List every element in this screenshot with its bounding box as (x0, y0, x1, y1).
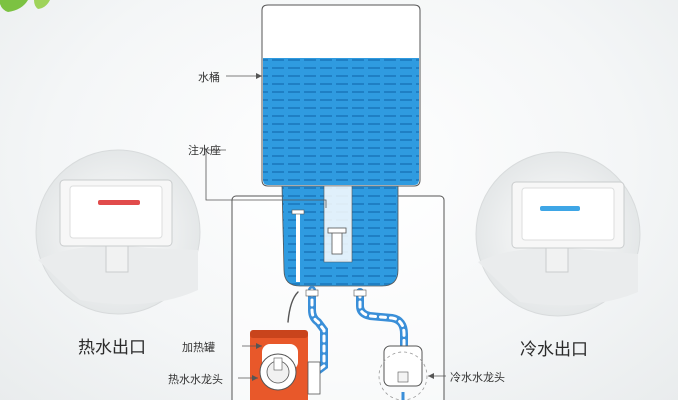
hot-button-closeup (36, 150, 200, 314)
cold-button-closeup (476, 152, 640, 316)
cold-indicator (540, 206, 580, 211)
hot-indicator (98, 200, 140, 205)
label-hot-outlet: 热水出口 (78, 333, 146, 358)
label-water-bucket: 水桶 (198, 69, 220, 85)
label-cold-outlet: 冷水出口 (520, 335, 588, 360)
leaf-icon (0, 0, 50, 12)
label-inlet-seat: 注水座 (188, 142, 221, 158)
inlet-seat (282, 186, 398, 286)
label-cold-tap: 冷水水龙头 (450, 369, 505, 385)
label-heating-tank: 加热罐 (182, 339, 215, 355)
label-hot-tap: 热水水龙头 (168, 371, 223, 387)
